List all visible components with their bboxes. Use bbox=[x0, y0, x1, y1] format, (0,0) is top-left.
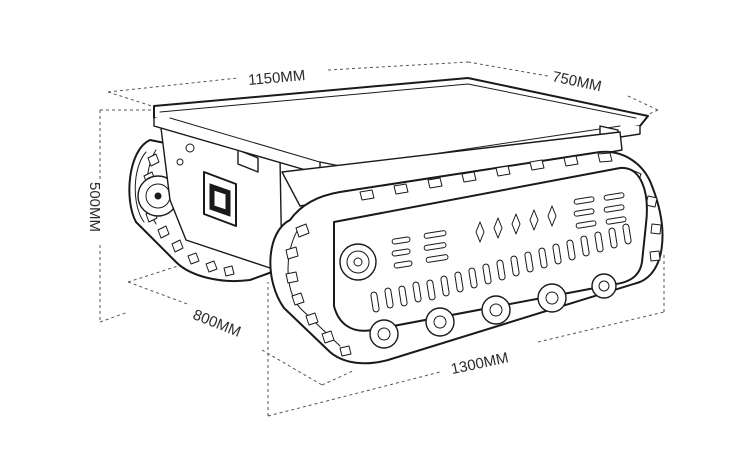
diamond-openings bbox=[475, 205, 557, 243]
side-connector bbox=[237, 149, 259, 173]
vent-slots-left bbox=[391, 230, 449, 269]
chassis-illustration bbox=[128, 77, 664, 365]
dimension-lines bbox=[99, 61, 665, 417]
vent-slots-right bbox=[573, 192, 627, 229]
road-wheels bbox=[369, 273, 617, 349]
power-switch bbox=[203, 171, 237, 227]
dimension-label-width-top: 750MM bbox=[551, 68, 603, 95]
dimension-label-height: 500MM bbox=[86, 182, 103, 232]
dimension-label-width-bottom: 800MM bbox=[190, 306, 243, 341]
vertical-slot-row bbox=[370, 223, 632, 313]
dimension-label-length-bottom: 1300MM bbox=[449, 349, 510, 378]
dimension-label-length-top: 1150MM bbox=[248, 67, 307, 89]
front-track bbox=[269, 150, 664, 365]
track-guard-plate bbox=[333, 166, 648, 332]
speaker-grille bbox=[339, 243, 377, 281]
